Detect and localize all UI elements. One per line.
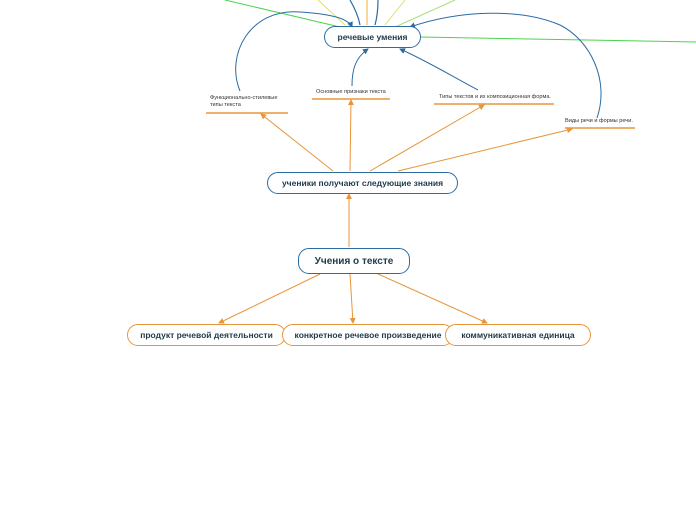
blue-arc-speech-kinds [409, 12, 602, 119]
node-speech-activity-product-text: продукт речевой деятельности [140, 330, 273, 340]
blue-link-top [349, 0, 361, 26]
node-students-knowledge[interactable]: ученики получают следующие знания [267, 172, 458, 194]
arrow-to-functional [260, 113, 334, 172]
node-concrete-speech-work-text: конкретное речевое произведение [294, 330, 442, 340]
node-text-teaching-text: Учения о тексте [314, 255, 394, 267]
yellow-link-top-2 [384, 0, 406, 26]
node-students-knowledge-text: ученики получают следующие знания [281, 178, 444, 188]
label-functional-styles: Функционально-стилевые типы текста [210, 95, 278, 108]
blue-arc-functional [235, 11, 353, 92]
arrow-to-communicative [377, 273, 488, 324]
green-link-top-left [224, 0, 341, 28]
node-speech-skills-text: речевые умения [337, 32, 408, 42]
node-communicative-unit[interactable]: коммуникативная единица [445, 324, 591, 346]
blue-link-top-2 [374, 0, 379, 26]
arrow-to-speech-kinds [397, 127, 573, 172]
blue-arc-types [399, 48, 479, 91]
label-speech-kinds: Виды речи и формы речи. [565, 118, 633, 124]
node-text-teaching[interactable]: Учения о тексте [298, 248, 410, 274]
arrow-to-features [347, 99, 354, 172]
node-speech-activity-product[interactable]: продукт речевой деятельности [127, 324, 286, 346]
green-link-top-right [394, 0, 456, 28]
arrow-to-product [218, 273, 321, 324]
green-link-right [420, 36, 696, 43]
node-concrete-speech-work[interactable]: конкретное речевое произведение [282, 324, 454, 346]
blue-arc-features [351, 48, 369, 87]
node-communicative-unit-text: коммуникативная единица [461, 330, 575, 340]
node-speech-skills[interactable]: речевые умения [324, 26, 421, 48]
label-text-features: Основные признаки текста [316, 89, 386, 95]
arrow-to-types [369, 104, 485, 172]
label-text-types: Типы текстов и их композиционная форма. [439, 94, 551, 100]
yellow-link-top-1 [317, 0, 346, 26]
arrow-to-concrete [349, 273, 356, 324]
